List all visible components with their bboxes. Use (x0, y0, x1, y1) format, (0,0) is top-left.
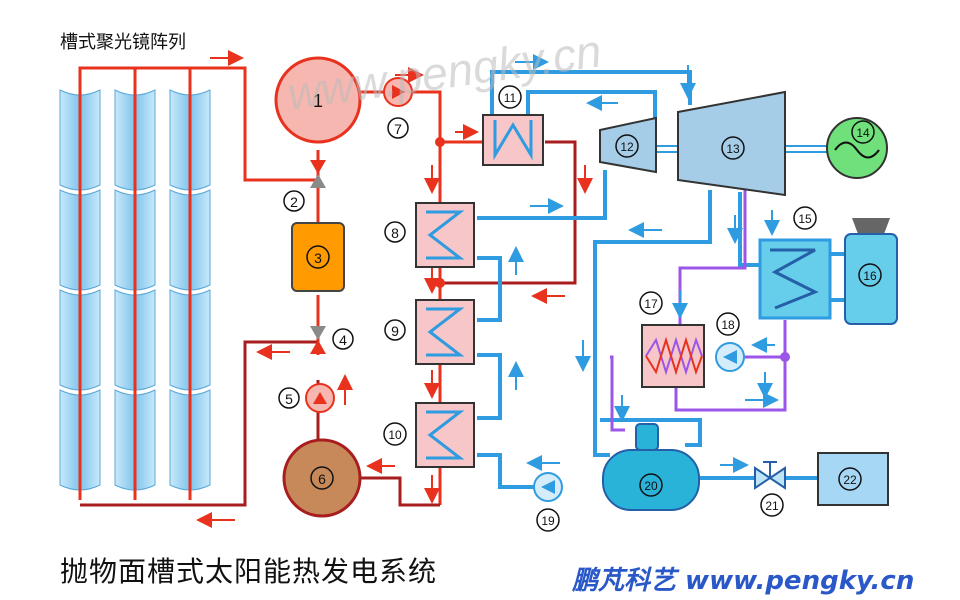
heat-exchanger-8 (415, 202, 475, 268)
oil-heater (291, 222, 345, 292)
water-tank (817, 452, 889, 506)
label-9: 9 (391, 323, 399, 339)
makeup-valve (754, 461, 786, 490)
valve-2 (310, 160, 326, 188)
array-title: 槽式聚光镜阵列 (60, 32, 186, 53)
label-18: 18 (721, 318, 735, 332)
turbine-lp (677, 90, 786, 197)
diagram-caption: 抛物面槽式太阳能热发电系统 (60, 555, 438, 588)
label-16: 16 (863, 269, 877, 283)
cold-tank (282, 438, 362, 518)
site-credit: 鹏芃科艺 www.pengky.cn (572, 566, 915, 596)
label-10: 10 (388, 428, 402, 442)
label-3: 3 (314, 250, 322, 266)
hot-tank (274, 56, 362, 144)
heat-exchanger-9 (415, 299, 475, 365)
label-5: 5 (285, 391, 293, 407)
cooling-tower (844, 218, 898, 325)
feed-pump (533, 472, 563, 502)
label-2: 2 (290, 194, 298, 210)
label-15: 15 (798, 212, 812, 226)
label-19: 19 (541, 514, 555, 528)
condensate-pump (715, 342, 745, 372)
deaerator (602, 423, 700, 511)
shaft (656, 145, 828, 153)
label-4: 4 (339, 332, 347, 348)
label-22: 22 (843, 473, 857, 487)
junction-dot (780, 352, 790, 362)
condenser (758, 238, 832, 320)
heat-exchanger-11 (482, 114, 544, 166)
flow-arrows (196, 50, 780, 528)
heat-exchanger-10 (415, 402, 475, 468)
label-7: 7 (394, 121, 402, 137)
junction-dot (435, 137, 445, 147)
valve-4 (310, 326, 326, 354)
junction-dot (435, 278, 445, 288)
oil-pump-5 (305, 383, 335, 413)
feedwater-heater (641, 324, 705, 388)
label-21: 21 (765, 499, 779, 513)
generator (826, 117, 888, 179)
label-11: 11 (504, 91, 517, 105)
turbine-hp (599, 116, 657, 174)
label-13: 13 (726, 142, 740, 156)
label-12: 12 (620, 140, 634, 154)
label-6: 6 (318, 471, 326, 487)
label-17: 17 (644, 297, 658, 311)
label-1: 1 (313, 91, 323, 111)
cold-oil-pipes (80, 140, 577, 507)
label-20: 20 (644, 479, 658, 493)
label-14: 14 (856, 126, 870, 140)
watermark: www.pengky.cn (284, 24, 604, 119)
oil-pump-7 (383, 77, 413, 107)
label-8: 8 (391, 225, 399, 241)
